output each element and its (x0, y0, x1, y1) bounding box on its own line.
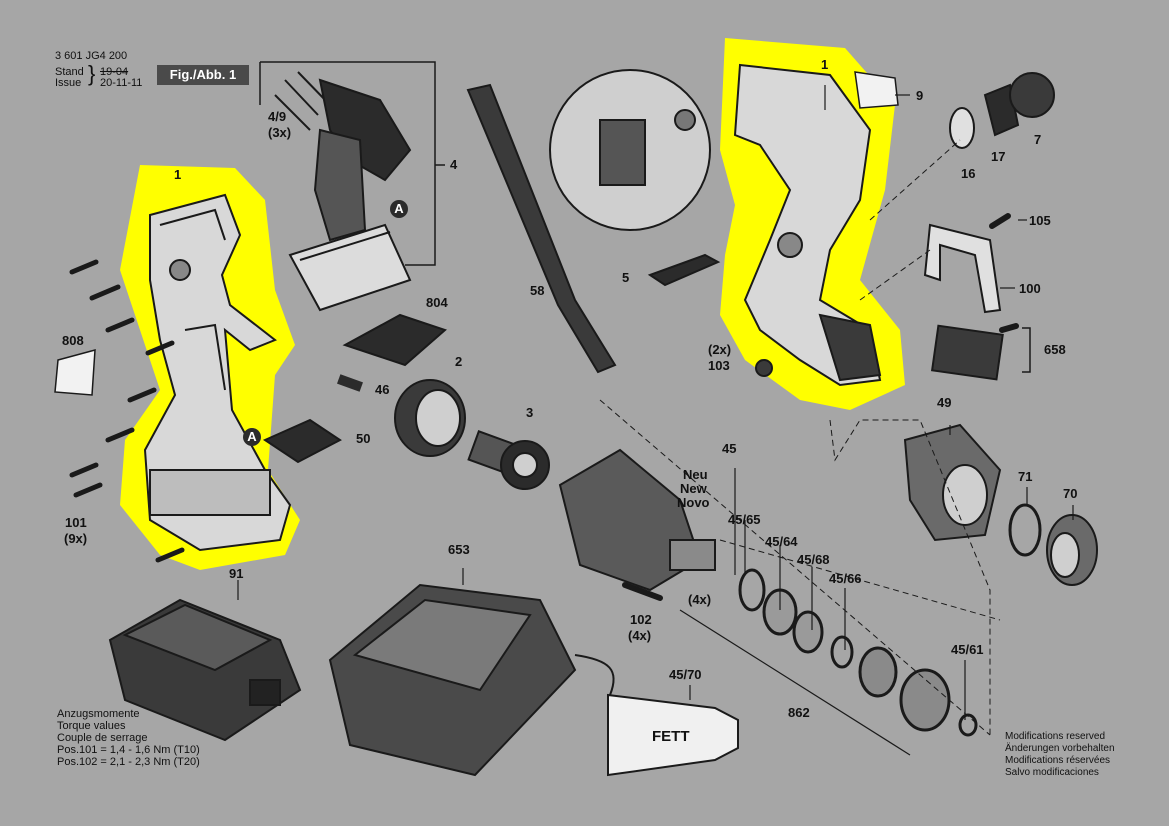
callout-45-64: 45/64 (765, 534, 798, 549)
strap-58 (466, 83, 617, 374)
callout-658: 658 (1044, 342, 1066, 357)
torque-line: Pos.101 = 1,4 - 1,6 Nm (T10) (57, 744, 200, 756)
callout-102-qty: (4x) (628, 628, 652, 643)
rotor-3 (467, 430, 550, 490)
switch-assembly (274, 71, 412, 312)
circlip-71 (1008, 503, 1042, 557)
modifications-line: Salvo modificaciones (1005, 767, 1099, 778)
torque-line: Pos.102 = 2,1 - 2,3 Nm (T20) (57, 756, 200, 768)
callout-novo: Novo (677, 495, 710, 510)
detail-inset (549, 69, 711, 231)
housing-half-right (733, 63, 882, 387)
screw-105 (989, 213, 1011, 229)
callout-45: 45 (722, 441, 737, 456)
callout-49: 49 (937, 395, 952, 410)
callout-91: 91 (229, 566, 244, 581)
callout-17: 17 (991, 149, 1006, 164)
issue-label: Issue (55, 77, 82, 89)
torque-notes: Anzugsmomente Torque values Couple de se… (57, 708, 200, 768)
callout-101-qty: (9x) (64, 531, 88, 546)
callout-new: New (680, 481, 707, 496)
callout-101: 101 (65, 515, 87, 530)
brace-glyph: } (88, 61, 96, 86)
stand-label: Stand (55, 66, 84, 78)
charger-653 (328, 583, 615, 777)
cap-70 (1046, 514, 1098, 586)
bit-holder-658 (930, 324, 1004, 381)
callout-45-61: 45/61 (951, 642, 984, 657)
callout-105: 105 (1029, 213, 1051, 228)
callout-2x: (2x) (708, 342, 732, 357)
modifications-notes: Modifications reserved Änderungen vorbeh… (1005, 731, 1115, 779)
callout-9: 9 (916, 88, 924, 103)
callout-45-66: 45/66 (829, 571, 862, 586)
callout-neu: Neu (683, 467, 708, 482)
issue-date: 20-11-11 (100, 77, 143, 89)
callout-58: 58 (530, 283, 545, 298)
nut-103 (755, 359, 773, 377)
callout-4-9: 4/9 (268, 109, 287, 124)
front-housing-49 (903, 423, 1002, 542)
callout-4-9-qty: (3x) (268, 125, 292, 140)
callout-1-right: 1 (821, 57, 829, 72)
callout-a-bottom: A (243, 428, 261, 446)
callout-102: 102 (630, 612, 652, 627)
callout-2: 2 (455, 354, 463, 369)
part-50 (262, 418, 342, 464)
callout-3: 3 (526, 405, 534, 420)
callout-16: 16 (961, 166, 976, 181)
bracket-658 (1022, 327, 1031, 373)
torque-line: Anzugsmomente (57, 708, 140, 720)
callout-70: 70 (1063, 486, 1078, 501)
callout-1-left: 1 (174, 167, 182, 182)
callout-4x: (4x) (688, 592, 712, 607)
disc-16 (949, 107, 975, 149)
stator-2 (394, 379, 466, 457)
torque-line: Torque values (57, 720, 126, 732)
modifications-line: Änderungen vorbehalten (1005, 743, 1115, 754)
callout-4: 4 (450, 157, 458, 172)
grease-label: FETT (652, 728, 690, 745)
callout-808: 808 (62, 333, 84, 348)
screw-102 (622, 582, 663, 601)
figure-label: Fig./Abb. 1 (157, 65, 249, 85)
spring-46 (337, 374, 363, 392)
callout-45-65: 45/65 (728, 512, 761, 527)
plate-804 (342, 313, 447, 367)
belt-clip-100 (923, 223, 1002, 314)
bracket-4 (259, 61, 445, 266)
callout-46: 46 (375, 382, 390, 397)
modifications-line: Modifications réservées (1005, 755, 1111, 766)
label-808 (54, 349, 96, 396)
callout-103: 103 (708, 358, 730, 373)
callout-862: 862 (788, 705, 810, 720)
housing-half-left (143, 193, 292, 552)
callout-100: 100 (1019, 281, 1041, 296)
callout-653: 653 (448, 542, 470, 557)
callout-50: 50 (356, 431, 371, 446)
label-9 (854, 71, 899, 109)
callout-5: 5 (622, 270, 630, 285)
ring-parts (738, 568, 978, 737)
stand-old-date: 19-04 (100, 66, 129, 78)
torque-line: Couple de serrage (57, 732, 148, 744)
callout-804: 804 (426, 295, 448, 310)
callout-7: 7 (1034, 132, 1042, 147)
callout-a-top: A (390, 200, 408, 218)
part-5 (647, 253, 721, 287)
grease-tube (607, 693, 739, 777)
screws-101 (69, 259, 185, 563)
callout-45-70: 45/70 (669, 667, 702, 682)
document-number: 3 601 JG4 200 (55, 50, 128, 62)
battery-91 (108, 598, 302, 742)
leader-lines (237, 85, 1074, 756)
modifications-line: Modifications reserved (1005, 731, 1106, 742)
callout-71: 71 (1018, 469, 1033, 484)
callout-45-68: 45/68 (797, 552, 830, 567)
gear-housing-45 (558, 448, 716, 592)
screw-658 (999, 323, 1019, 333)
part-7 (1009, 72, 1055, 118)
assembly-guides (599, 139, 1001, 736)
